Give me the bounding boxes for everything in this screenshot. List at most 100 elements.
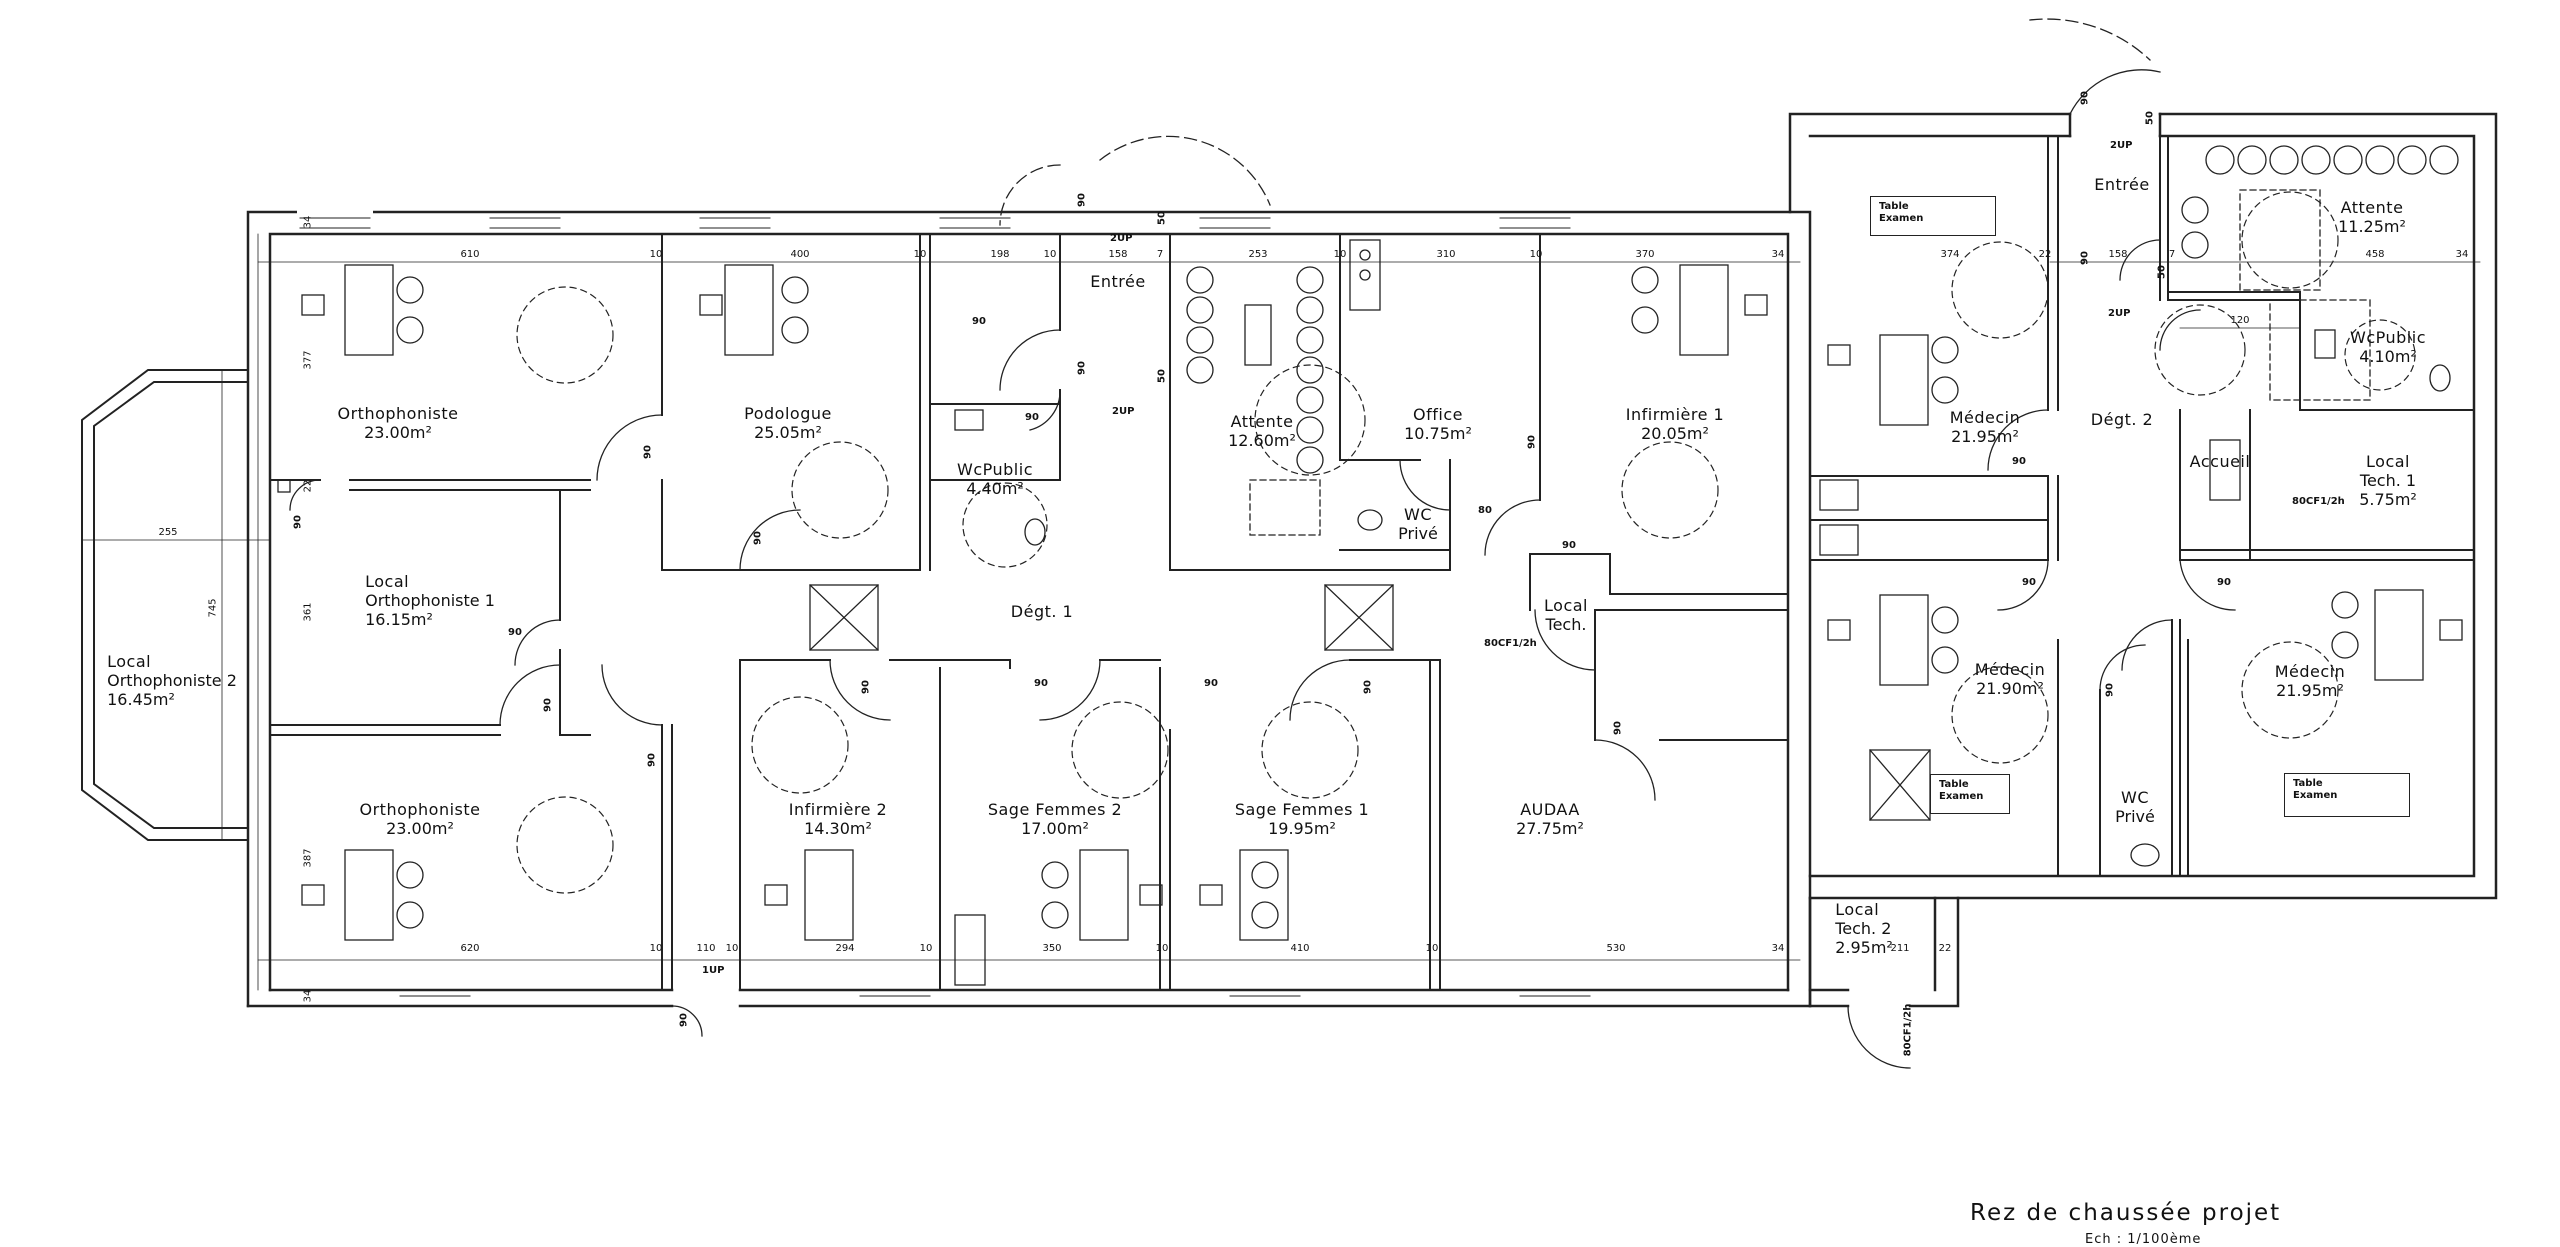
- room-name: Accueil: [2189, 452, 2251, 471]
- door-width: 90: [1526, 435, 1538, 449]
- dim-side: 377: [302, 350, 314, 370]
- door-width: 50: [1156, 369, 1168, 383]
- dim-top: 34: [1771, 249, 1785, 260]
- interior-walls-west: [269, 233, 1789, 991]
- room-name: Orthophoniste: [359, 800, 481, 819]
- room-name: Médecin: [1949, 408, 2021, 427]
- dim-bottom: 10: [919, 943, 933, 954]
- interior-walls-east: [1809, 135, 2475, 877]
- table-label: Examen: [2293, 790, 2338, 801]
- dim-top: 10: [1333, 249, 1347, 260]
- table-label: Examen: [1879, 213, 1924, 224]
- room-name: AUDAA: [1520, 800, 1580, 819]
- dim-bottom: 211: [1890, 943, 1910, 954]
- annex-local-tech-2: [1808, 896, 1960, 1008]
- room-name: WcPublic: [2350, 328, 2426, 347]
- room-area: Orthophoniste 2: [107, 671, 237, 690]
- room-area: Orthophoniste 1: [365, 591, 495, 610]
- dim-bottom: 110: [696, 943, 716, 954]
- door-width: 90: [1612, 721, 1624, 735]
- room-area: Tech. 1: [2359, 471, 2417, 490]
- room-name: WC: [1403, 505, 1432, 524]
- dim-top: 10: [913, 249, 927, 260]
- room-name: Local: [2366, 452, 2410, 471]
- dim-side: 745: [207, 598, 219, 618]
- bay-window: [81, 369, 249, 841]
- dim-side: 387: [302, 848, 314, 868]
- room-area: 4.10m²: [2359, 347, 2417, 366]
- door-width: 90: [292, 515, 304, 529]
- room-area: 11.25m²: [2338, 217, 2406, 236]
- door-width: 50: [1156, 211, 1168, 225]
- dim-top: 7: [1156, 249, 1164, 260]
- dim-top: 22: [2038, 249, 2052, 260]
- room-entree-2: Entrée: [2094, 175, 2149, 194]
- dim-side: 120: [2230, 315, 2250, 326]
- dim-top: 34: [2455, 249, 2469, 260]
- dim-top: 158: [2108, 249, 2128, 260]
- room-area: 23.00m²: [364, 423, 432, 442]
- room-name: Médecin: [2274, 662, 2346, 681]
- door-width: 90: [1034, 678, 1048, 689]
- room-name: Infirmière 1: [1625, 405, 1725, 424]
- room-area: Tech. 2: [1835, 919, 1892, 938]
- door-width: 80: [1478, 505, 1492, 516]
- door-tag: 2UP: [2108, 308, 2131, 319]
- door-width: 90: [1362, 680, 1374, 694]
- room-area: 23.00m²: [386, 819, 454, 838]
- dim-side: 255: [158, 527, 178, 538]
- table-label: Table: [1879, 201, 1909, 212]
- table-label: Examen: [1939, 791, 1984, 802]
- room-name: Entrée: [1090, 272, 1146, 291]
- dim-bottom: 530: [1606, 943, 1626, 954]
- room-area: 21.95m²: [1951, 427, 2019, 446]
- room-name: Attente: [1230, 412, 1294, 431]
- room-area: 10.75m²: [1404, 424, 1472, 443]
- room-accueil: Accueil: [2190, 452, 2251, 471]
- drawing-title: Rez de chaussée projet: [1970, 1200, 2282, 1226]
- dim-bottom: 10: [725, 943, 739, 954]
- room-area: 4.40m²: [966, 479, 1024, 498]
- outer-walls-west: [246, 209, 1812, 1008]
- dim-top: 310: [1436, 249, 1456, 260]
- room-name: Entrée: [2094, 175, 2150, 194]
- door-width: 90: [2012, 456, 2026, 467]
- table-label: Table: [2293, 778, 2323, 789]
- dim-bottom: 350: [1042, 943, 1062, 954]
- dim-bottom: 10: [1155, 943, 1169, 954]
- room-name: Local: [1835, 900, 1880, 919]
- door-width: 90: [1562, 540, 1576, 551]
- door-swings: [289, 18, 2236, 1069]
- door-width: 90: [2079, 91, 2091, 105]
- dim-top: 158: [1108, 249, 1128, 260]
- door-width: 50: [2156, 265, 2168, 279]
- room-area: Privé: [1398, 524, 1438, 543]
- dim-top: 458: [2365, 249, 2385, 260]
- door-width: 90: [2079, 251, 2091, 265]
- door-width: 90: [2022, 577, 2036, 588]
- dim-top: 400: [790, 249, 810, 260]
- dimension-lines: [81, 233, 2481, 991]
- room-name: Sage Femmes 2: [987, 800, 1123, 819]
- room-name: Dégt. 2: [2090, 410, 2154, 429]
- door-tag: 2UP: [2110, 140, 2133, 151]
- door-width: 90: [646, 753, 658, 767]
- table-label: Table: [1939, 779, 1969, 790]
- room-area: 27.75m²: [1516, 819, 1584, 838]
- door-width: 90: [678, 1013, 690, 1027]
- room-area: 20.05m²: [1641, 424, 1709, 443]
- door-tag: 1UP: [702, 965, 725, 976]
